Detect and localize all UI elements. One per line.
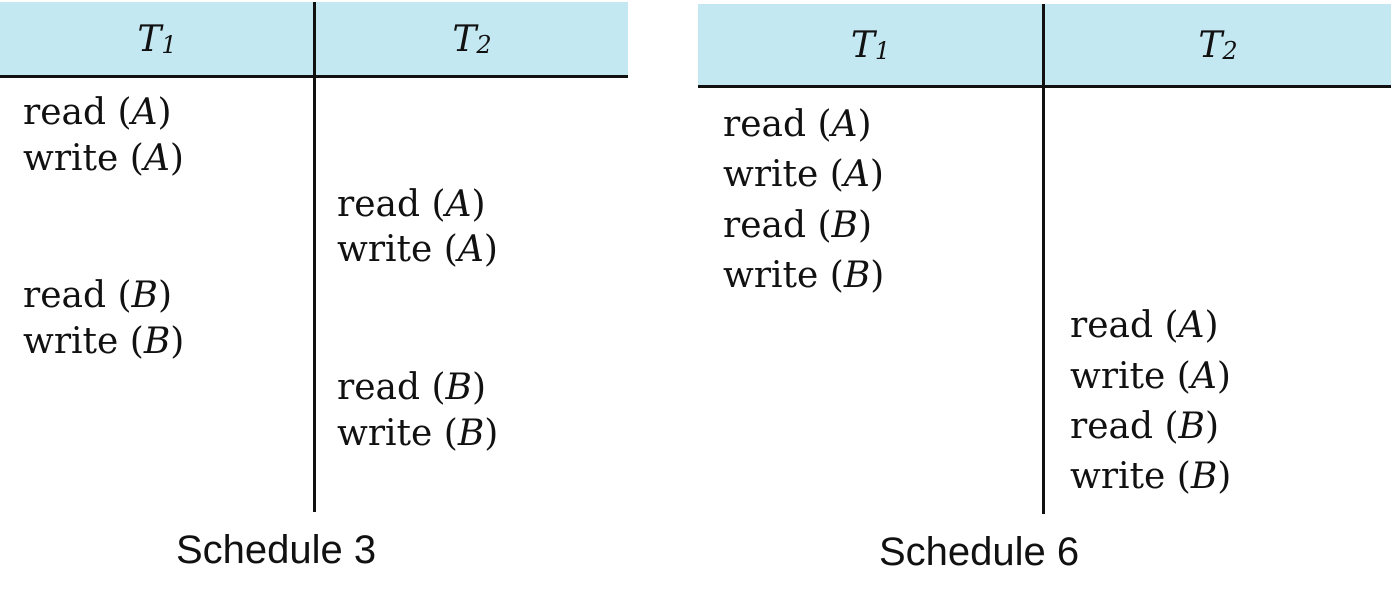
schedule-6-header-t1-sub: 1	[874, 37, 891, 65]
data-item: A	[843, 154, 870, 196]
operation-name: read	[23, 92, 107, 133]
schedule-3-header-t1-name: T	[137, 18, 162, 60]
data-item: B	[1190, 456, 1218, 498]
operation-name: write	[337, 229, 433, 271]
schedule-6-operation: write (A)	[723, 154, 884, 196]
schedule-6-caption: Schedule 6	[879, 530, 1080, 574]
schedule-3-header-t1-sub: 1	[161, 31, 177, 59]
data-item: B	[131, 275, 158, 317]
operation-name: read	[1070, 305, 1154, 347]
data-item: B	[457, 412, 485, 454]
schedule-6-operation: read (A)	[723, 104, 872, 145]
operation-name: write	[723, 154, 819, 196]
schedule-6-header-t2-sub: 2	[1222, 37, 1238, 65]
operation-name: read	[1070, 405, 1154, 447]
schedule-6-column-divider	[1042, 4, 1045, 514]
data-item: B	[1178, 405, 1205, 447]
schedule-6-header-t2-name: T	[1198, 24, 1223, 66]
operation-name: write	[23, 137, 119, 179]
schedule-3-operation: write (A)	[23, 137, 184, 179]
schedule-3-operation: write (B)	[337, 412, 499, 454]
schedule-6-operation: read (B)	[723, 204, 873, 246]
schedule-3-operation: write (B)	[23, 321, 185, 362]
data-item: A	[831, 104, 858, 145]
data-item: A	[143, 137, 170, 179]
operation-name: read	[337, 183, 421, 225]
data-item: B	[831, 204, 858, 246]
operation-name: write	[1070, 456, 1166, 498]
data-item: A	[1178, 305, 1205, 347]
data-item: A	[457, 229, 484, 271]
schedule-6-operation: read (A)	[1070, 305, 1219, 347]
data-item: A	[1190, 355, 1217, 397]
schedule-3-column-divider	[313, 2, 316, 512]
operation-name: read	[723, 204, 807, 246]
schedule-3-header-t2-sub: 2	[476, 31, 492, 59]
schedule-6-operation: read (B)	[1070, 405, 1220, 447]
data-item: B	[843, 254, 871, 296]
operation-name: read	[723, 104, 807, 145]
schedule-3-operation: read (B)	[337, 366, 487, 408]
schedule-3-operation: read (B)	[23, 275, 173, 317]
schedule-6-operation: write (B)	[723, 254, 885, 296]
data-item: A	[131, 92, 158, 133]
operation-name: write	[1070, 355, 1166, 397]
schedule-3-operation: write (A)	[337, 229, 498, 271]
operation-name: read	[337, 366, 421, 408]
operation-name: write	[23, 321, 119, 362]
schedule-3-operation: read (A)	[23, 92, 172, 133]
schedule-6-header-t1-name: T	[850, 24, 875, 66]
operation-name: read	[23, 275, 107, 317]
schedule-3-operation: read (A)	[337, 183, 486, 225]
operation-name: write	[723, 254, 819, 296]
operation-name: write	[337, 412, 433, 454]
schedule-3-header-t2-name: T	[452, 18, 477, 60]
data-item: B	[143, 321, 171, 362]
data-item: A	[445, 183, 472, 225]
schedule-3-caption: Schedule 3	[176, 528, 377, 572]
schedule-6-operation: write (A)	[1070, 355, 1231, 397]
schedule-6-operation: write (B)	[1070, 456, 1232, 498]
data-item: B	[445, 366, 472, 408]
